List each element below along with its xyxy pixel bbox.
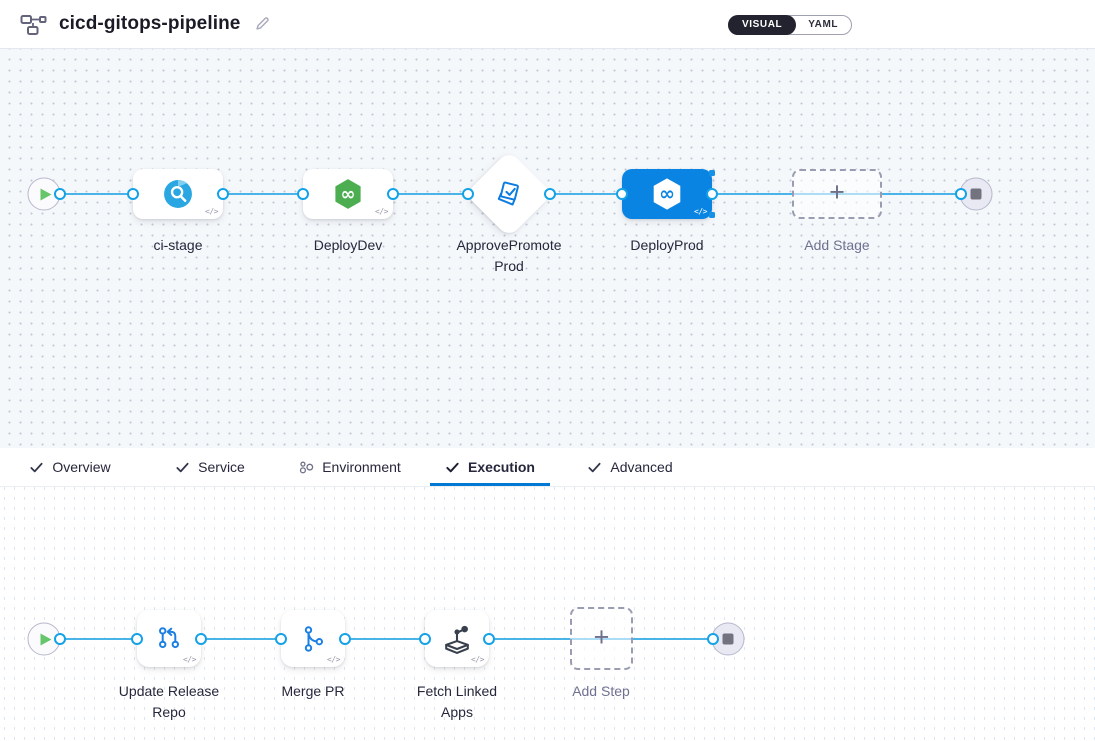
step-label[interactable]: Merge PR — [281, 683, 345, 699]
stage-node-deploydev[interactable]: ∞ </> — [303, 169, 393, 219]
connector-port[interactable] — [706, 188, 718, 200]
selection-handle[interactable] — [709, 170, 715, 176]
check-icon — [176, 462, 189, 472]
connector-port[interactable] — [275, 633, 287, 645]
play-icon — [40, 633, 52, 645]
connector-port[interactable] — [297, 188, 309, 200]
connector-port[interactable] — [131, 633, 143, 645]
environment-nodes-icon — [300, 461, 314, 473]
code-badge: </> — [327, 655, 340, 664]
plus-icon: + — [829, 177, 845, 207]
cd-deploy-icon: ∞ — [335, 179, 361, 209]
header: cicd-gitops-pipeline VISUAL YAML — [0, 0, 1095, 49]
connector-port[interactable] — [195, 633, 207, 645]
tab-label: Execution — [468, 459, 535, 475]
stage-label[interactable]: DeployDev — [313, 237, 383, 253]
tab-label: Service — [198, 459, 245, 475]
connector-port[interactable] — [54, 188, 66, 200]
git-update-icon — [159, 626, 179, 648]
connector-port[interactable] — [127, 188, 139, 200]
connector-port[interactable] — [955, 188, 967, 200]
svg-text:∞: ∞ — [341, 184, 356, 205]
svg-text:∞: ∞ — [659, 183, 675, 205]
gitops-fetch-icon — [445, 625, 469, 654]
tab-overview[interactable]: Overview — [0, 448, 140, 486]
stage-node-approvepromoteprod[interactable] — [465, 150, 553, 238]
connector-port[interactable] — [483, 633, 495, 645]
step-node-fetch-linked-apps[interactable]: </> — [425, 610, 489, 667]
play-icon — [40, 188, 52, 200]
ci-build-icon — [164, 180, 192, 208]
page-title: cicd-gitops-pipeline — [59, 13, 241, 34]
plus-icon: + — [593, 621, 610, 652]
tab-advanced[interactable]: Advanced — [560, 448, 700, 486]
stage-node-deployprod[interactable]: ∞ </> — [622, 169, 712, 219]
stage-config-tabs: Overview Service Environment Execution A… — [0, 448, 1095, 487]
approval-icon — [497, 181, 519, 206]
selection-handle[interactable] — [709, 212, 715, 218]
visual-yaml-toggle: VISUAL YAML — [728, 15, 853, 35]
cd-deploy-icon: ∞ — [653, 178, 681, 210]
edit-pencil-icon[interactable] — [253, 15, 271, 33]
pipeline-icon — [20, 14, 47, 35]
code-badge: </> — [183, 655, 196, 664]
connector-port[interactable] — [616, 188, 628, 200]
check-icon — [588, 462, 601, 472]
tab-label: Environment — [322, 459, 401, 475]
code-badge: </> — [205, 207, 218, 216]
code-badge: </> — [694, 207, 707, 216]
connector-port[interactable] — [54, 633, 66, 645]
stage-label[interactable]: DeployProd — [630, 237, 704, 253]
stop-icon — [722, 633, 734, 645]
connector-port[interactable] — [339, 633, 351, 645]
code-badge: </> — [375, 207, 388, 216]
execution-canvas[interactable]: </> Update Release Repo </> Merge PR </>… — [0, 487, 1095, 741]
connector-port[interactable] — [217, 188, 229, 200]
check-icon — [446, 462, 459, 472]
git-branch-icon — [304, 625, 323, 652]
step-flow-line — [44, 638, 713, 640]
tab-execution[interactable]: Execution — [420, 448, 560, 486]
add-stage-label[interactable]: Add Stage — [804, 237, 870, 253]
step-node-merge-pr[interactable]: </> — [281, 610, 345, 667]
toggle-yaml[interactable]: YAML — [808, 19, 839, 30]
step-label[interactable]: Update Release Repo — [118, 683, 220, 720]
connector-port[interactable] — [707, 633, 719, 645]
stage-label[interactable]: ApprovePromoteProd — [456, 237, 562, 274]
add-stage-button[interactable]: + — [792, 169, 882, 219]
tab-label: Overview — [52, 459, 111, 475]
add-step-button[interactable]: + — [570, 607, 633, 670]
stage-label[interactable]: ci-stage — [153, 237, 203, 253]
add-step-label[interactable]: Add Step — [572, 683, 630, 699]
toggle-visual[interactable]: VISUAL — [728, 15, 797, 35]
step-label[interactable]: Fetch Linked Apps — [416, 683, 498, 720]
connector-port[interactable] — [462, 188, 474, 200]
connector-port[interactable] — [544, 188, 556, 200]
stop-icon — [970, 188, 982, 200]
tab-label: Advanced — [610, 459, 673, 475]
code-badge: </> — [471, 655, 484, 664]
check-icon — [30, 462, 43, 472]
step-node-update-release-repo[interactable]: </> — [137, 610, 201, 667]
tab-environment[interactable]: Environment — [280, 448, 420, 486]
stage-canvas[interactable]: </> ci-stage ∞ </> DeployDev ApproveProm… — [0, 49, 1095, 448]
tab-service[interactable]: Service — [140, 448, 280, 486]
stage-node-ci-stage[interactable]: </> — [133, 169, 223, 219]
active-tab-underline — [430, 483, 550, 486]
pipeline-start-node[interactable] — [27, 177, 61, 211]
connector-port[interactable] — [419, 633, 431, 645]
connector-port[interactable] — [387, 188, 399, 200]
